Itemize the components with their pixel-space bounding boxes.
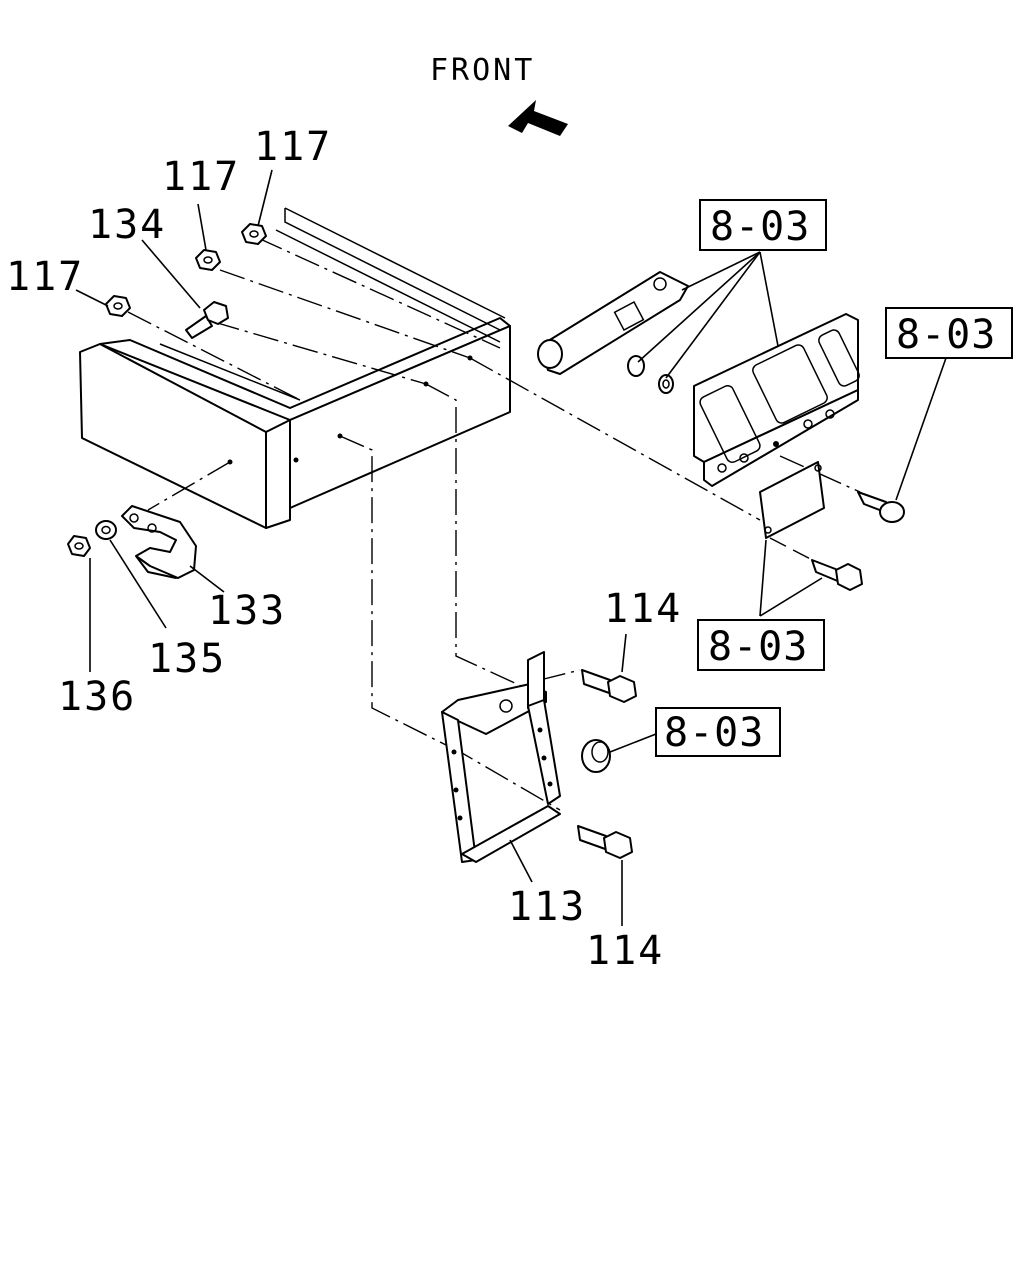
reference-box-lower: 8-03: [697, 619, 825, 671]
callout-117-top: 117: [254, 124, 332, 170]
step-bracket-113: [441, 651, 561, 863]
callout-136: 136: [58, 674, 136, 720]
callout-113: 113: [508, 884, 586, 930]
mounting-plate: [759, 441, 825, 539]
nut-117-top: [241, 223, 267, 245]
nut-136: [67, 535, 91, 557]
round-cap: [581, 739, 611, 773]
rear-panel: [693, 313, 860, 487]
assembly-lines: [127, 237, 861, 811]
callout-134: 134: [88, 202, 166, 248]
frame-rail: [79, 207, 511, 529]
bolt-114-bottom: [577, 825, 633, 859]
callouts: 117 117 117 134 133 135 136 114 114 113: [6, 124, 682, 974]
linkage-bracket: [537, 271, 689, 394]
callout-135: 135: [148, 636, 226, 682]
callout-117-left: 117: [6, 254, 84, 300]
reference-box-top: 8-03: [699, 199, 827, 251]
bolt-lower-right: [811, 559, 863, 591]
reference-label: 8-03: [896, 312, 996, 358]
bolt-upper-right: [857, 491, 905, 523]
callout-117-mid: 117: [162, 154, 240, 200]
front-label: FRONT: [430, 53, 535, 88]
reference-label: 8-03: [708, 624, 808, 670]
arrow-icon: [508, 100, 568, 136]
bolt-114-top: [581, 669, 637, 703]
front-indicator: FRONT: [430, 53, 568, 136]
reference-box-mid: 8-03: [655, 707, 781, 757]
reference-label: 8-03: [710, 204, 810, 250]
callout-133: 133: [208, 588, 286, 634]
nut-117-mid: [195, 249, 221, 271]
reference-box-right: 8-03: [885, 307, 1013, 359]
reference-label: 8-03: [664, 710, 764, 756]
callout-114-bottom: 114: [586, 928, 664, 974]
tow-hook-133: [121, 505, 197, 579]
callout-114-top: 114: [604, 586, 682, 632]
leader-lines: [75, 169, 947, 926]
nut-117-left: [105, 295, 131, 317]
washer-135: [95, 520, 117, 540]
bolt-134: [185, 301, 229, 339]
